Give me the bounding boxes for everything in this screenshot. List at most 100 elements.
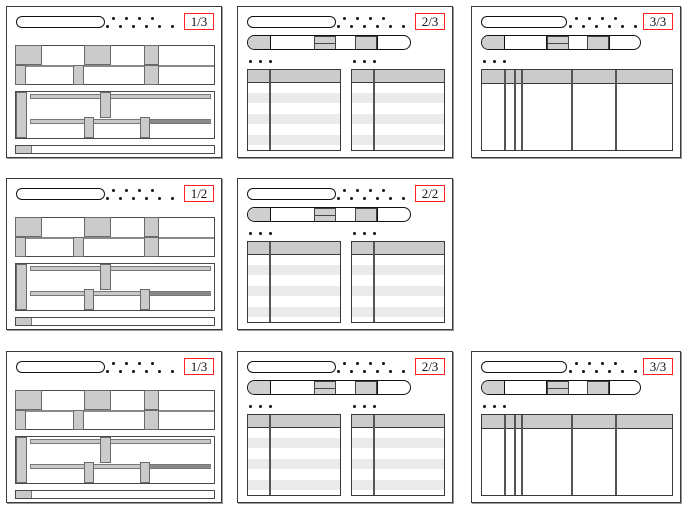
- form-strip[interactable]: [30, 94, 211, 99]
- scrollbar-thumb[interactable]: [16, 491, 32, 498]
- toolbar-box-lower[interactable]: [314, 388, 336, 394]
- toolbar-box-right[interactable]: [587, 36, 609, 49]
- form-lower-cell[interactable]: [84, 289, 94, 310]
- toolbar-pill[interactable]: [247, 35, 411, 50]
- form-label-cell[interactable]: [144, 217, 159, 237]
- table-column-separator[interactable]: [504, 70, 506, 150]
- form-label-cell[interactable]: [84, 217, 111, 237]
- toolbar-box-lower[interactable]: [547, 388, 569, 394]
- toolbar-segment-white[interactable]: [336, 36, 355, 49]
- title-pill[interactable]: [247, 188, 336, 200]
- title-pill[interactable]: [247, 361, 336, 373]
- table-column-separator[interactable]: [514, 415, 516, 495]
- page-thumbnail-2[interactable]: 2/3: [237, 6, 453, 158]
- form-label-cell[interactable]: [73, 410, 84, 430]
- data-table[interactable]: [247, 69, 341, 151]
- title-pill[interactable]: [16, 16, 105, 28]
- form-label-cell[interactable]: [144, 410, 159, 430]
- toolbar-segment-white[interactable]: [336, 381, 355, 394]
- table-column-separator[interactable]: [373, 415, 375, 495]
- form-label-cell[interactable]: [15, 65, 26, 85]
- table-column-separator[interactable]: [373, 70, 375, 150]
- form-label-cell[interactable]: [15, 390, 42, 410]
- toolbar-segment-grey[interactable]: [248, 36, 270, 49]
- form-lower-cell[interactable]: [84, 117, 94, 138]
- title-pill[interactable]: [481, 361, 567, 373]
- toolbar-segment-white[interactable]: [271, 381, 314, 394]
- page-thumbnail-7[interactable]: 2/3: [237, 351, 453, 503]
- form-label-cell[interactable]: [144, 237, 159, 257]
- table-column-separator[interactable]: [571, 415, 573, 495]
- data-table[interactable]: [351, 241, 445, 323]
- form-lower-cell[interactable]: [140, 462, 150, 483]
- form-label-cell[interactable]: [84, 390, 111, 410]
- toolbar-box-right[interactable]: [355, 208, 377, 221]
- data-table[interactable]: [247, 414, 341, 496]
- form-strip[interactable]: [30, 266, 211, 271]
- form-label-cell[interactable]: [15, 217, 42, 237]
- data-table[interactable]: [351, 414, 445, 496]
- page-thumbnail-1[interactable]: 1/3: [6, 6, 222, 158]
- table-column-separator[interactable]: [571, 70, 573, 150]
- toolbar-segment-white[interactable]: [569, 36, 587, 49]
- form-label-cell[interactable]: [15, 45, 42, 65]
- form-mid-cell[interactable]: [100, 264, 111, 290]
- form-label-cell[interactable]: [144, 390, 159, 410]
- page-thumbnail-4[interactable]: 1/2: [6, 178, 222, 330]
- toolbar-pill[interactable]: [481, 380, 641, 395]
- form-strip[interactable]: [30, 439, 211, 444]
- toolbar-pill[interactable]: [247, 207, 411, 222]
- toolbar-segment-white[interactable]: [505, 381, 547, 394]
- title-pill[interactable]: [247, 16, 336, 28]
- form-side-cell[interactable]: [16, 92, 27, 138]
- horizontal-scrollbar[interactable]: [15, 145, 215, 154]
- table-column-separator[interactable]: [269, 70, 271, 150]
- form-mid-cell[interactable]: [100, 92, 111, 118]
- table-column-separator[interactable]: [504, 415, 506, 495]
- form-lower-cell[interactable]: [140, 289, 150, 310]
- title-pill[interactable]: [16, 188, 105, 200]
- form-label-cell[interactable]: [73, 65, 84, 85]
- form-lower-cell[interactable]: [140, 117, 150, 138]
- toolbar-segment-white[interactable]: [569, 381, 587, 394]
- form-lower-cell[interactable]: [84, 462, 94, 483]
- page-thumbnail-8[interactable]: 3/3: [471, 351, 681, 503]
- toolbar-segment-grey[interactable]: [248, 208, 270, 221]
- toolbar-pill[interactable]: [481, 35, 641, 50]
- title-pill[interactable]: [481, 16, 567, 28]
- title-pill[interactable]: [16, 361, 105, 373]
- horizontal-scrollbar[interactable]: [15, 490, 215, 499]
- scrollbar-thumb[interactable]: [16, 318, 32, 325]
- form-label-cell[interactable]: [84, 45, 111, 65]
- form-mid-cell[interactable]: [100, 437, 111, 463]
- table-column-separator[interactable]: [615, 70, 617, 150]
- table-column-separator[interactable]: [269, 242, 271, 322]
- toolbar-box-right[interactable]: [587, 381, 609, 394]
- table-column-separator[interactable]: [514, 70, 516, 150]
- table-column-separator[interactable]: [269, 415, 271, 495]
- form-side-cell[interactable]: [16, 437, 27, 483]
- page-thumbnail-5[interactable]: 2/2: [237, 178, 453, 330]
- toolbar-segment-grey[interactable]: [248, 381, 270, 394]
- data-table[interactable]: [351, 69, 445, 151]
- toolbar-segment-white[interactable]: [336, 208, 355, 221]
- toolbar-segment-white[interactable]: [271, 208, 314, 221]
- page-thumbnail-6[interactable]: 1/3: [6, 351, 222, 503]
- toolbar-box-right[interactable]: [355, 36, 377, 49]
- form-label-cell[interactable]: [144, 65, 159, 85]
- form-label-cell[interactable]: [73, 237, 84, 257]
- table-column-separator[interactable]: [615, 415, 617, 495]
- toolbar-segment-white[interactable]: [271, 36, 314, 49]
- toolbar-box-lower[interactable]: [547, 43, 569, 49]
- data-table[interactable]: [481, 69, 673, 151]
- toolbar-segment-white[interactable]: [505, 36, 547, 49]
- table-column-separator[interactable]: [521, 70, 523, 150]
- data-table[interactable]: [247, 241, 341, 323]
- form-label-cell[interactable]: [15, 237, 26, 257]
- form-label-cell[interactable]: [144, 45, 159, 65]
- form-label-cell[interactable]: [15, 410, 26, 430]
- page-thumbnail-3[interactable]: 3/3: [471, 6, 681, 158]
- scrollbar-thumb[interactable]: [16, 146, 32, 153]
- table-column-separator[interactable]: [521, 415, 523, 495]
- toolbar-box-right[interactable]: [355, 381, 377, 394]
